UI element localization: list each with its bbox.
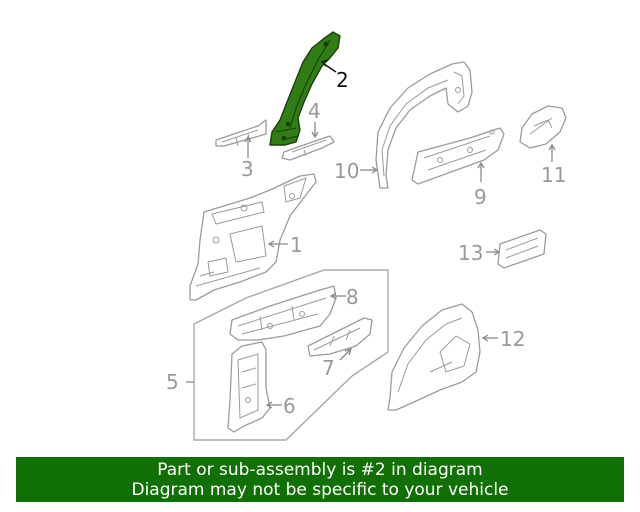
leader-3-arrow <box>244 135 252 143</box>
part-9-extension-panel[interactable] <box>411 127 505 185</box>
callout-6[interactable]: 6 <box>283 394 296 418</box>
callout-8[interactable]: 8 <box>346 285 359 309</box>
leader-7-arrow <box>344 347 353 356</box>
part-11-fuel-door-housing[interactable] <box>519 105 567 149</box>
leader-7 <box>339 349 351 361</box>
part-3-bracket[interactable] <box>215 119 267 147</box>
leader-10-arrow <box>371 166 379 174</box>
leader-12-arrow <box>481 334 489 342</box>
callout-5[interactable]: 5 <box>166 370 179 394</box>
callout-3[interactable]: 3 <box>241 157 254 181</box>
callout-12[interactable]: 12 <box>500 327 525 351</box>
leader-9-arrow <box>477 161 485 169</box>
part-12-wheelhouse-liner[interactable] <box>387 303 481 411</box>
leader-13-arrow <box>493 248 501 256</box>
callout-2[interactable]: 2 <box>336 68 349 92</box>
fitment-notice-banner: Part or sub-assembly is #2 in diagram Di… <box>16 457 624 502</box>
leader-8-arrow <box>329 292 337 300</box>
callout-7[interactable]: 7 <box>322 356 335 380</box>
part-8-reinforcement-rail[interactable] <box>229 285 337 341</box>
leader-1-arrow <box>267 240 275 248</box>
callout-10[interactable]: 10 <box>334 159 359 183</box>
callout-4[interactable]: 4 <box>308 99 321 123</box>
part-4-brace[interactable] <box>281 135 335 161</box>
part-1-inner-quarter-panel[interactable] <box>189 173 317 301</box>
leader-2-arrow <box>320 59 328 67</box>
leader-6-arrow <box>265 401 273 409</box>
parts-diagram: 2 3 4 1 10 <box>166 31 567 441</box>
part-2-pillar-reinforcement[interactable] <box>269 31 341 146</box>
part-13-pad[interactable] <box>497 229 547 269</box>
part-7-bracket[interactable] <box>307 317 373 357</box>
callout-1[interactable]: 1 <box>290 233 303 257</box>
callout-11[interactable]: 11 <box>541 163 566 187</box>
callout-13[interactable]: 13 <box>458 241 483 265</box>
leader-11-arrow <box>548 143 556 151</box>
part-10-wheelhouse-outer[interactable] <box>375 61 473 189</box>
banner-line-2: Diagram may not be specific to your vehi… <box>131 480 509 500</box>
part-6-pillar-panel[interactable] <box>227 341 271 433</box>
leader-4-arrow <box>311 131 319 139</box>
banner-line-1: Part or sub-assembly is #2 in diagram <box>157 460 483 480</box>
callout-9[interactable]: 9 <box>474 185 487 209</box>
